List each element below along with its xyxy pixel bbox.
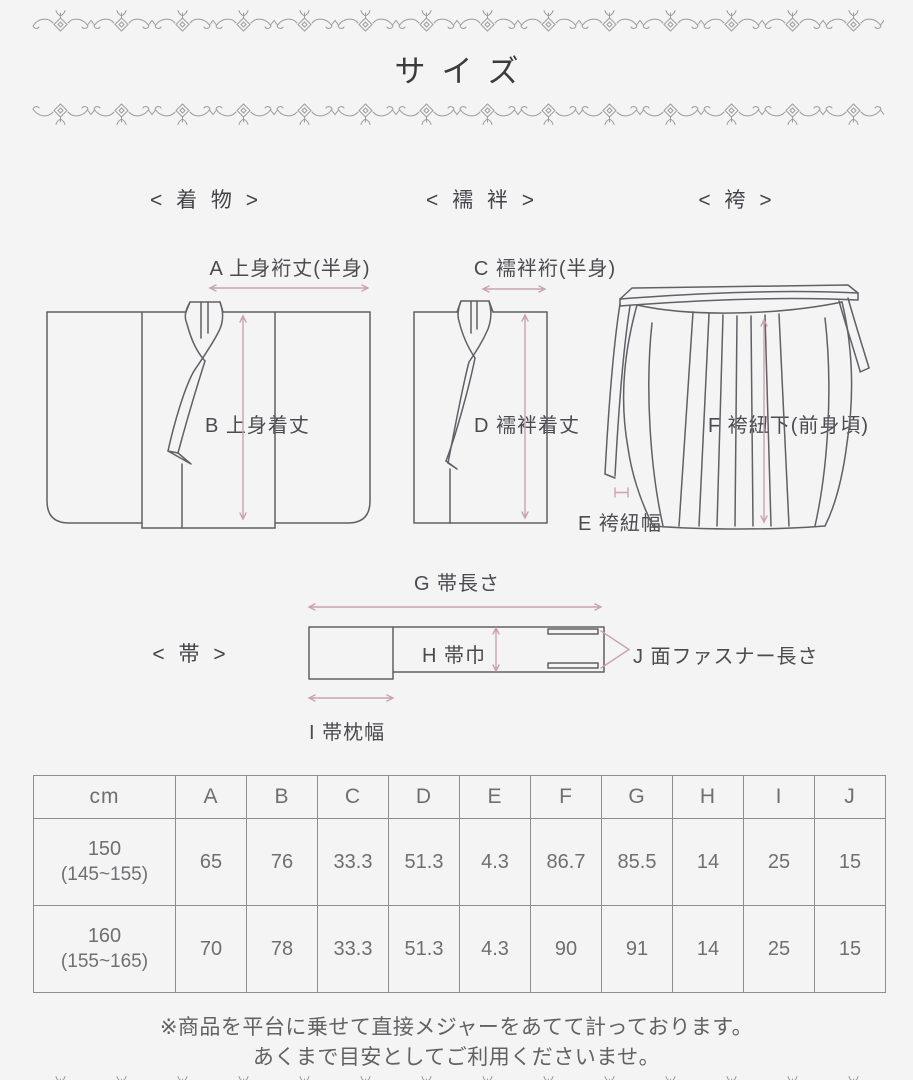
col-header-a: A xyxy=(175,775,247,819)
ornament-border-bottom-edge xyxy=(32,1076,884,1080)
col-header-i: I xyxy=(743,775,815,819)
cell-160-c: 33.3 xyxy=(317,905,389,993)
size-label-cell: 160 (155~165) xyxy=(33,905,176,993)
label-a-sleeve-length: A 上身裄丈(半身) xyxy=(209,258,371,280)
section-header-kimono: < 着 物 > xyxy=(149,189,263,212)
label-c-juban-sleeve: C 襦袢裄(半身) xyxy=(473,258,617,280)
page-title: サイズ xyxy=(394,54,535,89)
col-header-j: J xyxy=(814,775,886,819)
label-g-obi-length: G 帯長さ xyxy=(413,573,501,595)
col-header-e: E xyxy=(459,775,531,819)
label-h-obi-width: H 帯巾 xyxy=(422,645,486,667)
kimono-measure-arrows xyxy=(210,285,368,519)
cell-150-i: 25 xyxy=(743,818,815,906)
col-header-f: F xyxy=(530,775,602,819)
cell-150-e: 4.3 xyxy=(459,818,531,906)
cell-150-c: 33.3 xyxy=(317,818,389,906)
size-label-cell: 150 (145~155) xyxy=(33,818,176,906)
size-value: 160 xyxy=(87,925,122,947)
label-b-body-length: B 上身着丈 xyxy=(205,415,310,437)
obi-measure-arrows xyxy=(309,604,629,701)
cell-160-j: 15 xyxy=(814,905,886,993)
cell-150-j: 15 xyxy=(814,818,886,906)
hakama-measure-arrows xyxy=(615,320,767,522)
size-range: (155~165) xyxy=(60,951,149,972)
section-header-obi: < 帯 > xyxy=(152,643,230,666)
cell-160-b: 78 xyxy=(246,905,318,993)
cell-150-h: 14 xyxy=(672,818,744,906)
section-header-juban: < 襦 袢 > xyxy=(425,189,539,212)
unit-header-cell: cm xyxy=(33,775,176,819)
cell-160-e: 4.3 xyxy=(459,905,531,993)
size-table: cm A B C D E F G H I J 150 (145~155) 65 … xyxy=(33,775,886,993)
col-header-d: D xyxy=(388,775,460,819)
ornament-border-top xyxy=(32,10,884,32)
size-row-160: 160 (155~165) 70 78 33.3 51.3 4.3 90 91 … xyxy=(33,905,886,993)
cell-150-g: 85.5 xyxy=(601,818,673,906)
size-range: (145~155) xyxy=(60,864,149,885)
cell-160-h: 14 xyxy=(672,905,744,993)
label-e-hakama-strap-width: E 袴紐幅 xyxy=(578,513,662,535)
footnote: ※商品を平台に乗せて直接メジャーをあてて計っております。 あくまで目安としてご利… xyxy=(0,1013,913,1073)
cell-160-i: 25 xyxy=(743,905,815,993)
size-table-header-row: cm A B C D E F G H I J xyxy=(33,775,886,819)
col-header-c: C xyxy=(317,775,389,819)
cell-150-b: 76 xyxy=(246,818,318,906)
col-header-b: B xyxy=(246,775,318,819)
cell-160-g: 91 xyxy=(601,905,673,993)
footnote-line-2: あくまで目安としてご利用くださいませ。 xyxy=(252,1046,661,1069)
col-header-h: H xyxy=(672,775,744,819)
label-i-obi-pillow-width: I 帯枕幅 xyxy=(309,722,386,744)
cell-160-a: 70 xyxy=(175,905,247,993)
kimono-diagram xyxy=(40,283,380,533)
cell-150-d: 51.3 xyxy=(388,818,460,906)
cell-160-d: 51.3 xyxy=(388,905,460,993)
label-d-juban-length: D 襦袢着丈 xyxy=(474,415,580,437)
cell-150-a: 65 xyxy=(175,818,247,906)
cell-150-f: 86.7 xyxy=(530,818,602,906)
footnote-line-1: ※商品を平台に乗せて直接メジャーをあてて計っております。 xyxy=(159,1016,754,1039)
ornament-border-bottom xyxy=(32,103,884,125)
hakama-diagram xyxy=(595,278,905,534)
section-header-hakama: < 袴 > xyxy=(698,189,776,212)
col-header-g: G xyxy=(601,775,673,819)
obi-diagram xyxy=(300,598,645,710)
juban-diagram xyxy=(405,283,560,533)
size-row-150: 150 (145~155) 65 76 33.3 51.3 4.3 86.7 8… xyxy=(33,818,886,906)
label-j-velcro-length: J 面ファスナー長さ xyxy=(633,646,819,668)
cell-160-f: 90 xyxy=(530,905,602,993)
juban-measure-arrows xyxy=(483,286,545,518)
size-value: 150 xyxy=(87,838,122,860)
